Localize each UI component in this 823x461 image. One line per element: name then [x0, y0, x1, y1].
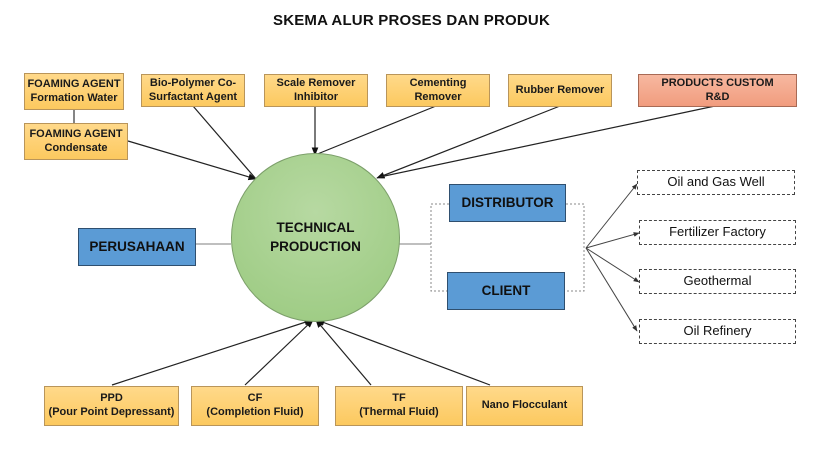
- link-nano: [316, 319, 491, 386]
- link-rubber-remover: [376, 105, 561, 179]
- product-foaming-formation[interactable]: FOAMING AGENT Formation Water: [24, 73, 124, 110]
- market-geothermal[interactable]: Geothermal: [639, 269, 796, 294]
- page-title: SKEMA ALUR PROSES DAN PRODUK: [272, 12, 550, 29]
- bracket-right: [566, 203, 585, 292]
- market-fertilizer-factory[interactable]: Fertilizer Factory: [639, 220, 796, 245]
- link-market-geothermal: [585, 247, 640, 283]
- product-tf[interactable]: TF (Thermal Fluid): [335, 386, 463, 426]
- product-scale-remover[interactable]: Scale Remover Inhibitor: [264, 74, 368, 107]
- link-market-refinery: [585, 247, 638, 332]
- product-foaming-condensate[interactable]: FOAMING AGENT Condensate: [24, 123, 128, 160]
- link-cementing: [314, 105, 437, 156]
- link-products-custom: [379, 105, 716, 178]
- product-ppd[interactable]: PPD (Pour Point Depressant): [44, 386, 179, 426]
- link-market-oil-gas: [585, 183, 638, 249]
- product-custom-rd[interactable]: PRODUCTS CUSTOM R&D: [638, 74, 797, 107]
- technical-production-node[interactable]: TECHNICAL PRODUCTION: [231, 153, 400, 322]
- product-rubber-remover[interactable]: Rubber Remover: [508, 74, 612, 107]
- market-oil-refinery[interactable]: Oil Refinery: [639, 319, 796, 344]
- channel-distributor[interactable]: DISTRIBUTOR: [449, 184, 566, 222]
- link-bio-polymer: [192, 105, 257, 180]
- channel-client[interactable]: CLIENT: [447, 272, 565, 310]
- link-foaming-condensate: [127, 140, 257, 181]
- market-oil-gas-well[interactable]: Oil and Gas Well: [637, 170, 795, 195]
- bracket-left: [430, 203, 449, 292]
- product-nano-flocculant[interactable]: Nano Flocculant: [466, 386, 583, 426]
- link-cf: [244, 319, 314, 386]
- link-tf: [315, 319, 372, 386]
- company-perusahaan[interactable]: PERUSAHAAN: [78, 228, 196, 266]
- product-cementing-remover[interactable]: Cementing Remover: [386, 74, 490, 107]
- link-market-fertilizer: [585, 232, 640, 249]
- product-cf[interactable]: CF (Completion Fluid): [191, 386, 319, 426]
- link-ppd: [111, 319, 313, 386]
- product-bio-polymer[interactable]: Bio-Polymer Co- Surfactant Agent: [141, 74, 245, 107]
